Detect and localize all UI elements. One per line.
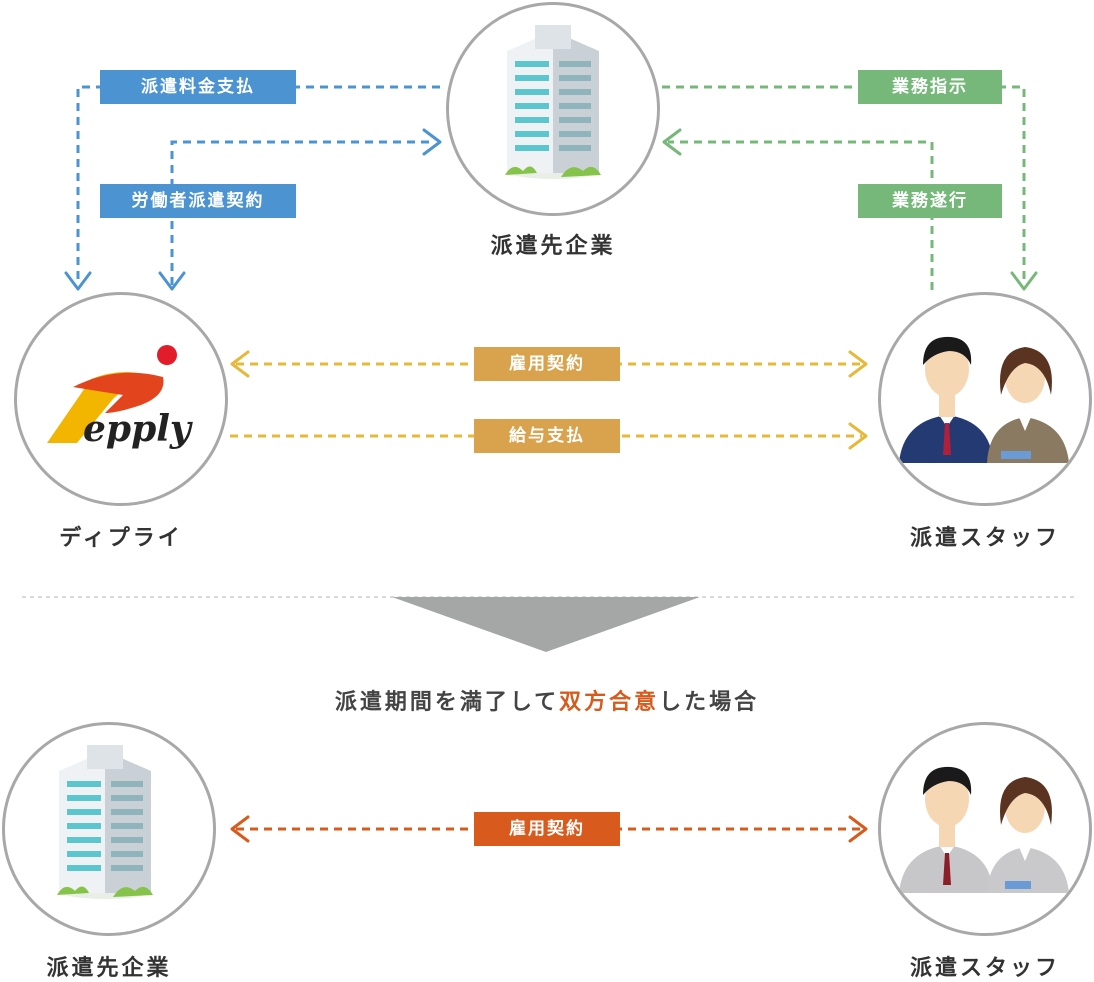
arrow-down-fee — [64, 271, 92, 291]
arrow-right-contract — [422, 128, 442, 156]
work-execution-line — [668, 140, 934, 290]
epply-logo: epply — [47, 345, 193, 450]
staff-label-bottom: 派遣スタッフ — [909, 956, 1060, 981]
work-instruction-line — [662, 85, 1026, 285]
epply-circle: epply — [14, 292, 228, 506]
dispatch-contract-line — [170, 140, 434, 285]
staff-circle-bottom — [878, 722, 1092, 936]
staff-people-icon — [899, 766, 1069, 893]
headline-after: した場合 — [659, 690, 760, 715]
condition-headline: 派遣期間を満了して双方合意した場合 — [0, 684, 1094, 716]
arrow-left-employment-bottom — [230, 815, 250, 843]
client-circle-top — [446, 2, 660, 216]
client-label-top: 派遣先企業 — [490, 234, 616, 259]
headline-before: 派遣期間を満了して — [334, 690, 560, 715]
arrow-left-employment-top — [230, 350, 250, 378]
office-building-icon — [57, 745, 153, 899]
arrow-down-instruction — [1010, 271, 1038, 291]
tag-fee-payment: 派遣料金支払 — [100, 70, 296, 104]
client-circle-bottom — [2, 722, 216, 936]
arrow-right-employment-top — [848, 350, 868, 378]
staff-people-icon — [899, 336, 1069, 463]
client-label-bottom: 派遣先企業 — [46, 956, 172, 981]
staff-circle-top — [878, 292, 1092, 506]
tag-dispatch-contract: 労働者派遣契約 — [100, 184, 296, 218]
down-triangle-icon — [392, 597, 700, 652]
epply-label: ディプライ — [59, 526, 183, 551]
staff-label-top: 派遣スタッフ — [909, 526, 1060, 551]
tag-work-instruction: 業務指示 — [858, 70, 1002, 104]
arrow-right-salary — [848, 422, 868, 450]
fee-payment-line — [76, 85, 440, 285]
tag-employment-contract-top: 雇用契約 — [474, 347, 620, 381]
svg-text:epply: epply — [83, 408, 193, 450]
tag-work-execution: 業務遂行 — [858, 184, 1002, 218]
arrow-right-employment-bottom — [848, 815, 868, 843]
arrow-down-contract — [158, 271, 186, 291]
office-building-icon — [505, 25, 601, 179]
arrow-left-execution — [662, 128, 682, 156]
tag-salary-payment: 給与支払 — [474, 419, 620, 453]
tag-employment-contract-bottom: 雇用契約 — [474, 812, 620, 846]
headline-accent: 双方合意 — [559, 690, 660, 715]
